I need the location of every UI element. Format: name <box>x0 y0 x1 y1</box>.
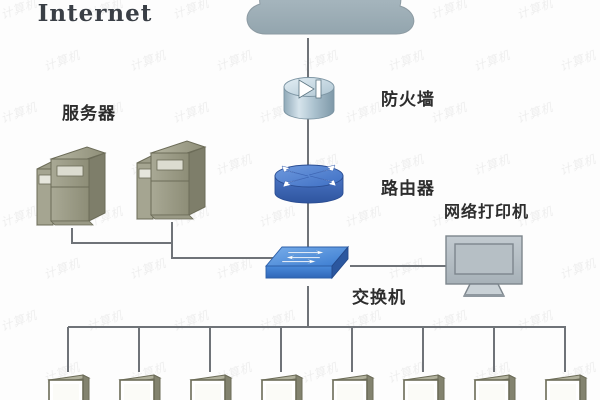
firewall-label: 防火墙 <box>381 90 435 110</box>
workstation-icon <box>260 374 304 400</box>
router-label: 路由器 <box>381 179 435 199</box>
internet-label: Internet <box>37 0 153 27</box>
server-device[interactable] <box>35 139 107 229</box>
switch-label: 交换机 <box>352 288 406 308</box>
workstation-device[interactable] <box>542 372 588 400</box>
workstation-icon <box>402 374 446 400</box>
firewall-icon <box>283 77 335 120</box>
workstation-device[interactable] <box>400 372 446 400</box>
router-icon <box>274 164 344 204</box>
switch-device[interactable] <box>262 244 352 286</box>
workstation-icon <box>544 374 588 400</box>
switch-icon <box>265 245 349 280</box>
workstation-device[interactable] <box>116 372 162 400</box>
server-icon <box>36 146 107 226</box>
workstation-device[interactable] <box>329 372 375 400</box>
workstation-device[interactable] <box>258 372 304 400</box>
server-group-label: 服务器 <box>62 104 116 124</box>
router-device[interactable] <box>272 160 346 208</box>
link-server2-switch <box>170 222 290 260</box>
workstation-device[interactable] <box>45 372 91 400</box>
workstation-device[interactable] <box>187 372 233 400</box>
workstation-icon <box>473 374 517 400</box>
server-device[interactable] <box>135 133 207 223</box>
internet-cloud[interactable] <box>236 0 426 62</box>
workstation-icon <box>47 374 91 400</box>
network-printer-label: 网络打印机 <box>444 202 530 221</box>
workstation-icon <box>118 374 162 400</box>
printer-icon <box>445 235 523 297</box>
workstation-icon <box>189 374 233 400</box>
link-server1-switch <box>70 228 172 245</box>
firewall-device[interactable] <box>281 74 337 124</box>
network-printer-device[interactable] <box>442 232 526 298</box>
workstation-icon <box>331 374 375 400</box>
cloud-icon <box>246 0 415 35</box>
server-icon <box>136 140 207 220</box>
workstation-device[interactable] <box>471 372 517 400</box>
